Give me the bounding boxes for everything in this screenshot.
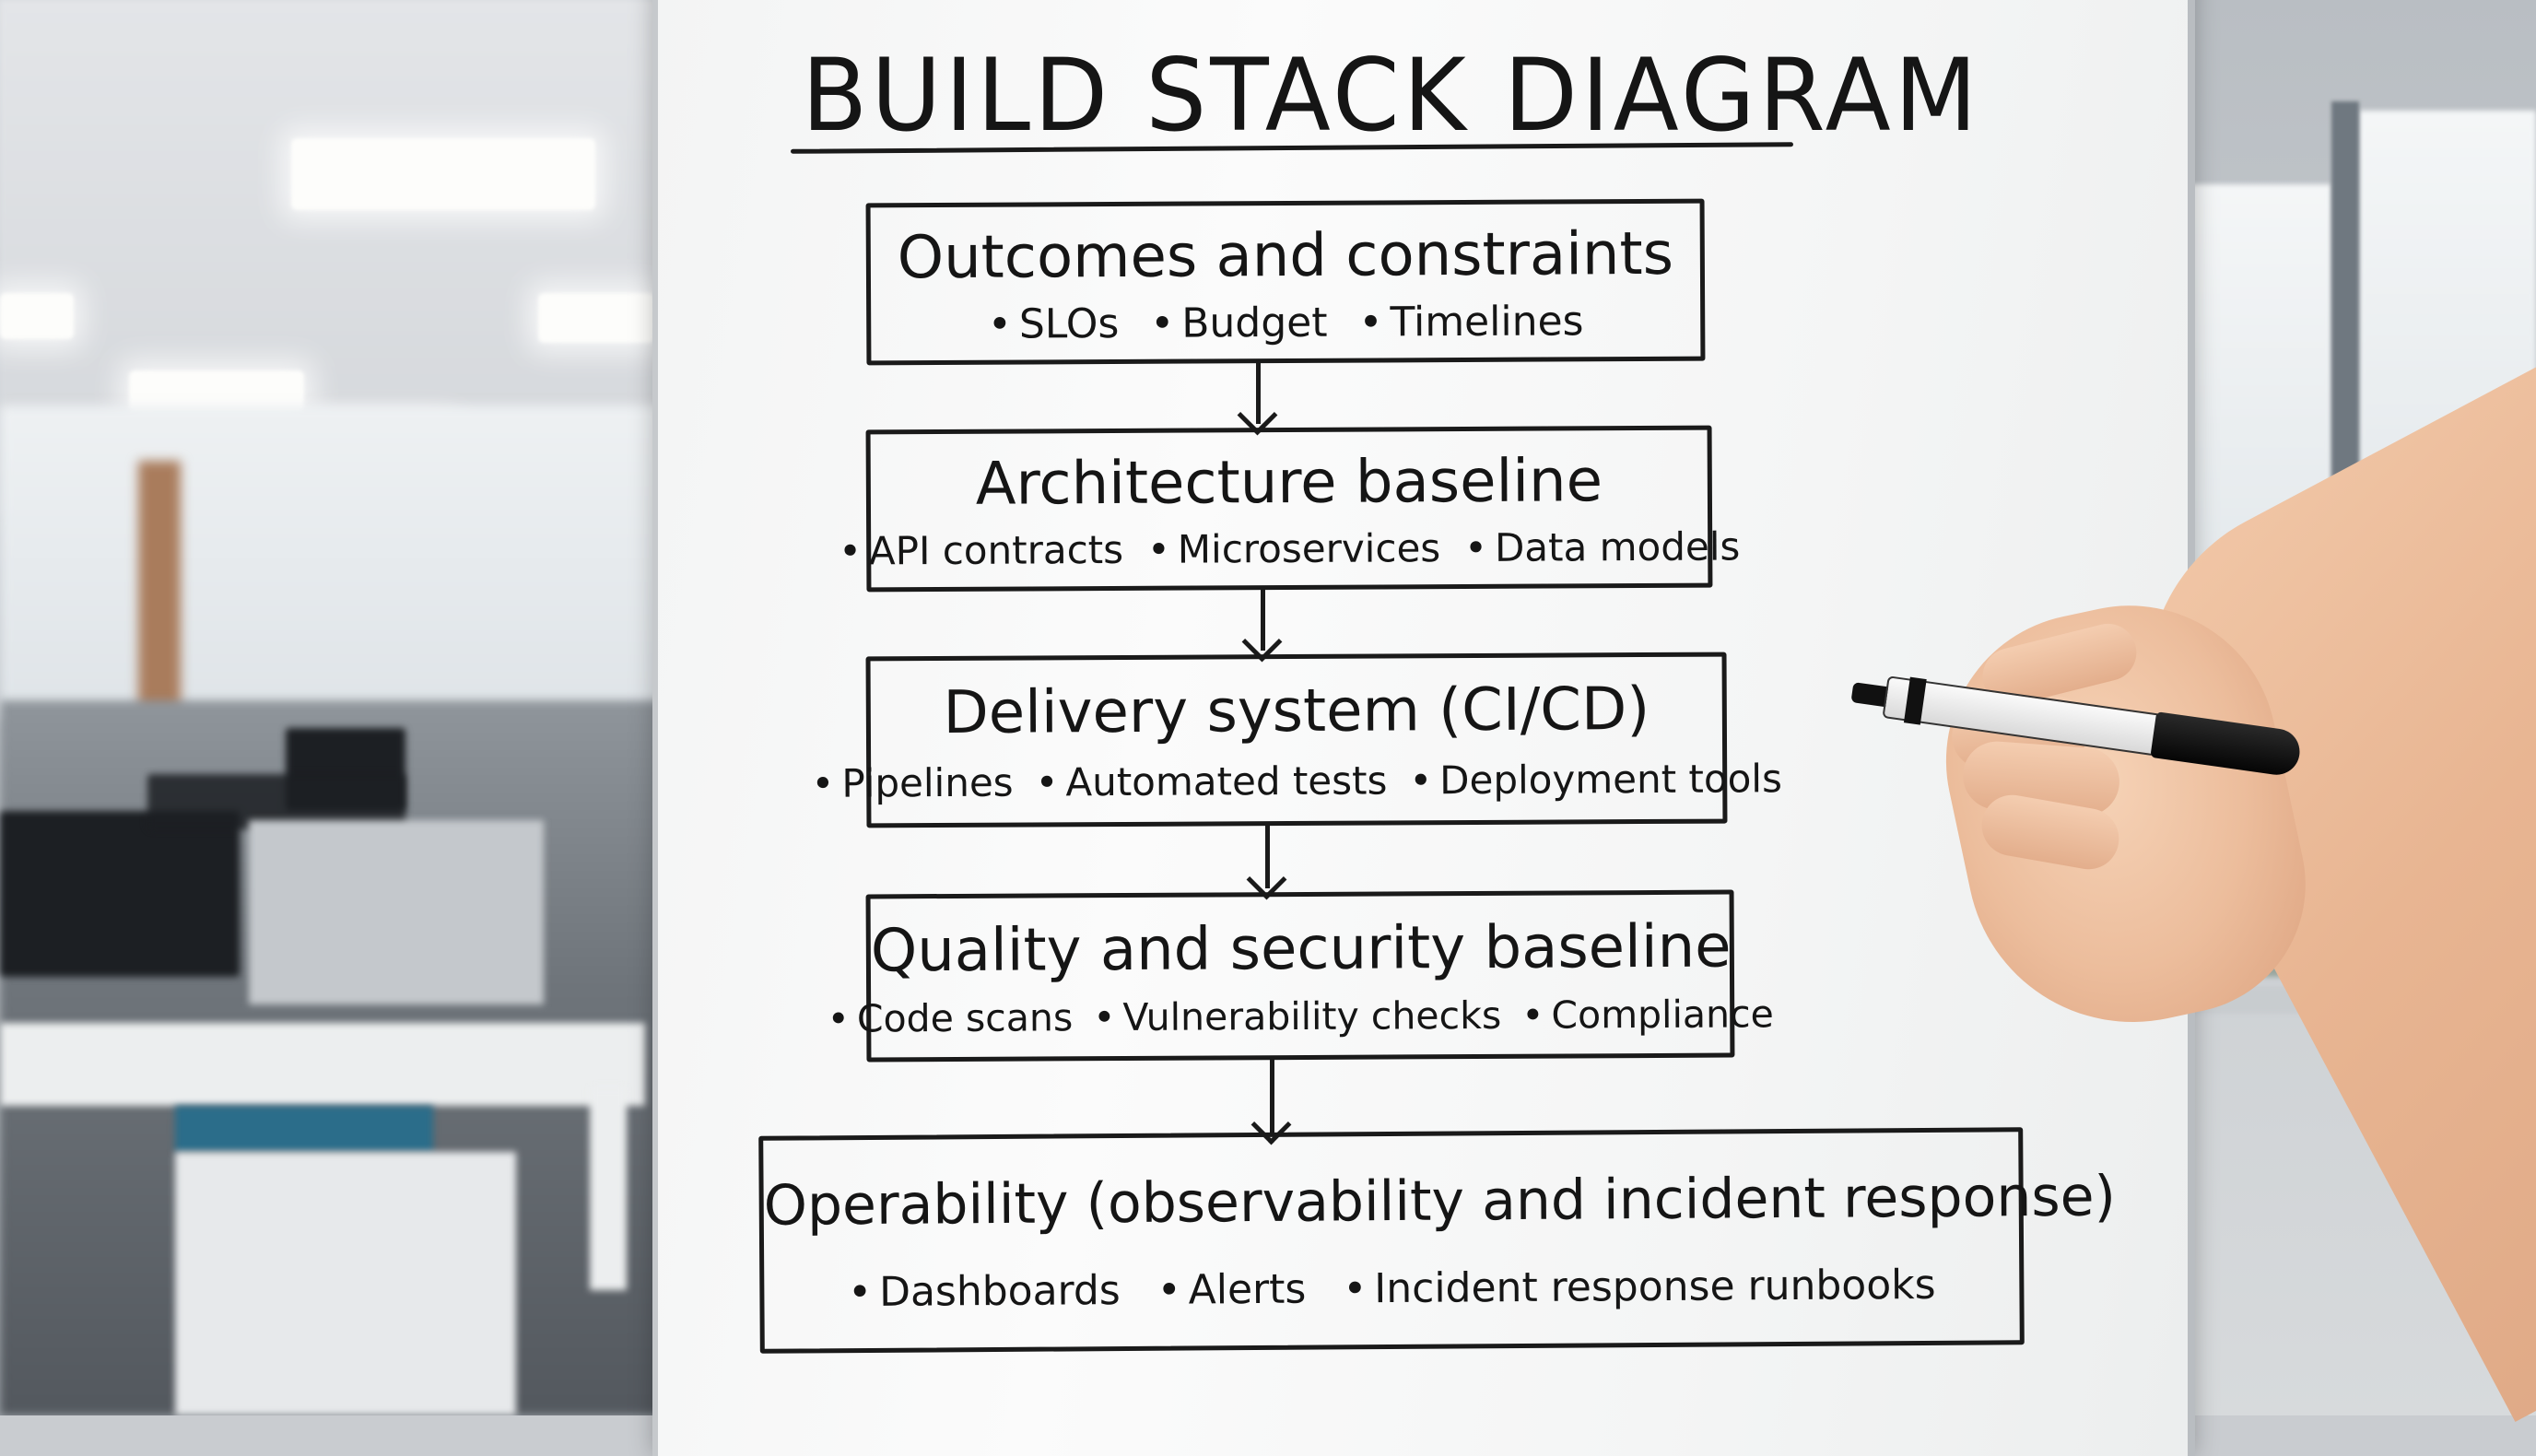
- bullet-item: Compliance: [1521, 992, 1774, 1037]
- stack-box-outcomes: Outcomes and constraints SLOs Budget Tim…: [865, 198, 1706, 366]
- bullet-item: SLOs: [988, 300, 1120, 348]
- ceiling-light: [291, 138, 595, 210]
- box-bullets: Dashboards Alerts Incident response runb…: [764, 1261, 2019, 1317]
- flow-arrow: [1261, 590, 1265, 651]
- bullet-item: Automated tests: [1035, 757, 1387, 804]
- bullet-item: Deployment tools: [1409, 756, 1782, 803]
- bullet-item: Dashboards: [848, 1267, 1121, 1316]
- stack-box-operability: Operability (observability and incident …: [758, 1127, 2117, 1354]
- bullet-item: Alerts: [1157, 1266, 1307, 1314]
- wooden-pillar: [138, 461, 181, 737]
- stack-box-quality-security: Quality and security baseline Code scans…: [857, 889, 1774, 1063]
- ceiling-light: [538, 293, 654, 343]
- flow-arrow: [1256, 363, 1261, 424]
- ceiling-light: [0, 293, 74, 339]
- bullet-item: Code scans: [828, 995, 1074, 1040]
- desk-edge: [175, 1106, 433, 1152]
- box-title: Architecture baseline: [975, 447, 1603, 519]
- box-title: Operability (observability and incident …: [763, 1164, 2117, 1239]
- box-title: Delivery system (CI/CD): [943, 675, 1650, 748]
- flow-arrow: [1270, 1060, 1274, 1133]
- stack-box-architecture: Architecture baseline API contracts Micr…: [865, 425, 1741, 593]
- bullet-item: Vulnerability checks: [1093, 993, 1501, 1039]
- diagram-title: BUILD STACK DIAGRAM: [802, 35, 1981, 155]
- bullet-item: Timelines: [1358, 298, 1583, 346]
- monitor: [0, 811, 240, 977]
- box-bullets: Pipelines Automated tests Deployment too…: [841, 756, 1782, 805]
- bullet-item: Incident response runbooks: [1343, 1262, 1936, 1312]
- box-bullets: SLOs Budget Timelines: [871, 298, 1700, 349]
- bullet-item: Microservices: [1147, 525, 1441, 572]
- filing-cabinet: [175, 1152, 516, 1415]
- back-window: [0, 405, 663, 719]
- bullet-item: Budget: [1150, 299, 1328, 347]
- desk-leg: [590, 1087, 627, 1290]
- bullet-item: Pipelines: [811, 760, 1014, 806]
- bullet-item: API contracts: [839, 527, 1123, 574]
- stack-box-delivery: Delivery system (CI/CD) Pipelines Automa…: [841, 652, 1782, 828]
- box-bullets: Code scans Vulnerability checks Complian…: [857, 992, 1774, 1040]
- box-title: Outcomes and constraints: [897, 219, 1674, 293]
- cubicle-panel: [249, 820, 544, 1004]
- box-bullets: API contracts Microservices Data models: [869, 523, 1741, 573]
- bullet-item: Data models: [1464, 523, 1741, 570]
- desk-top: [0, 1023, 645, 1106]
- flow-arrow: [1265, 826, 1270, 888]
- box-title: Quality and security baseline: [870, 912, 1732, 986]
